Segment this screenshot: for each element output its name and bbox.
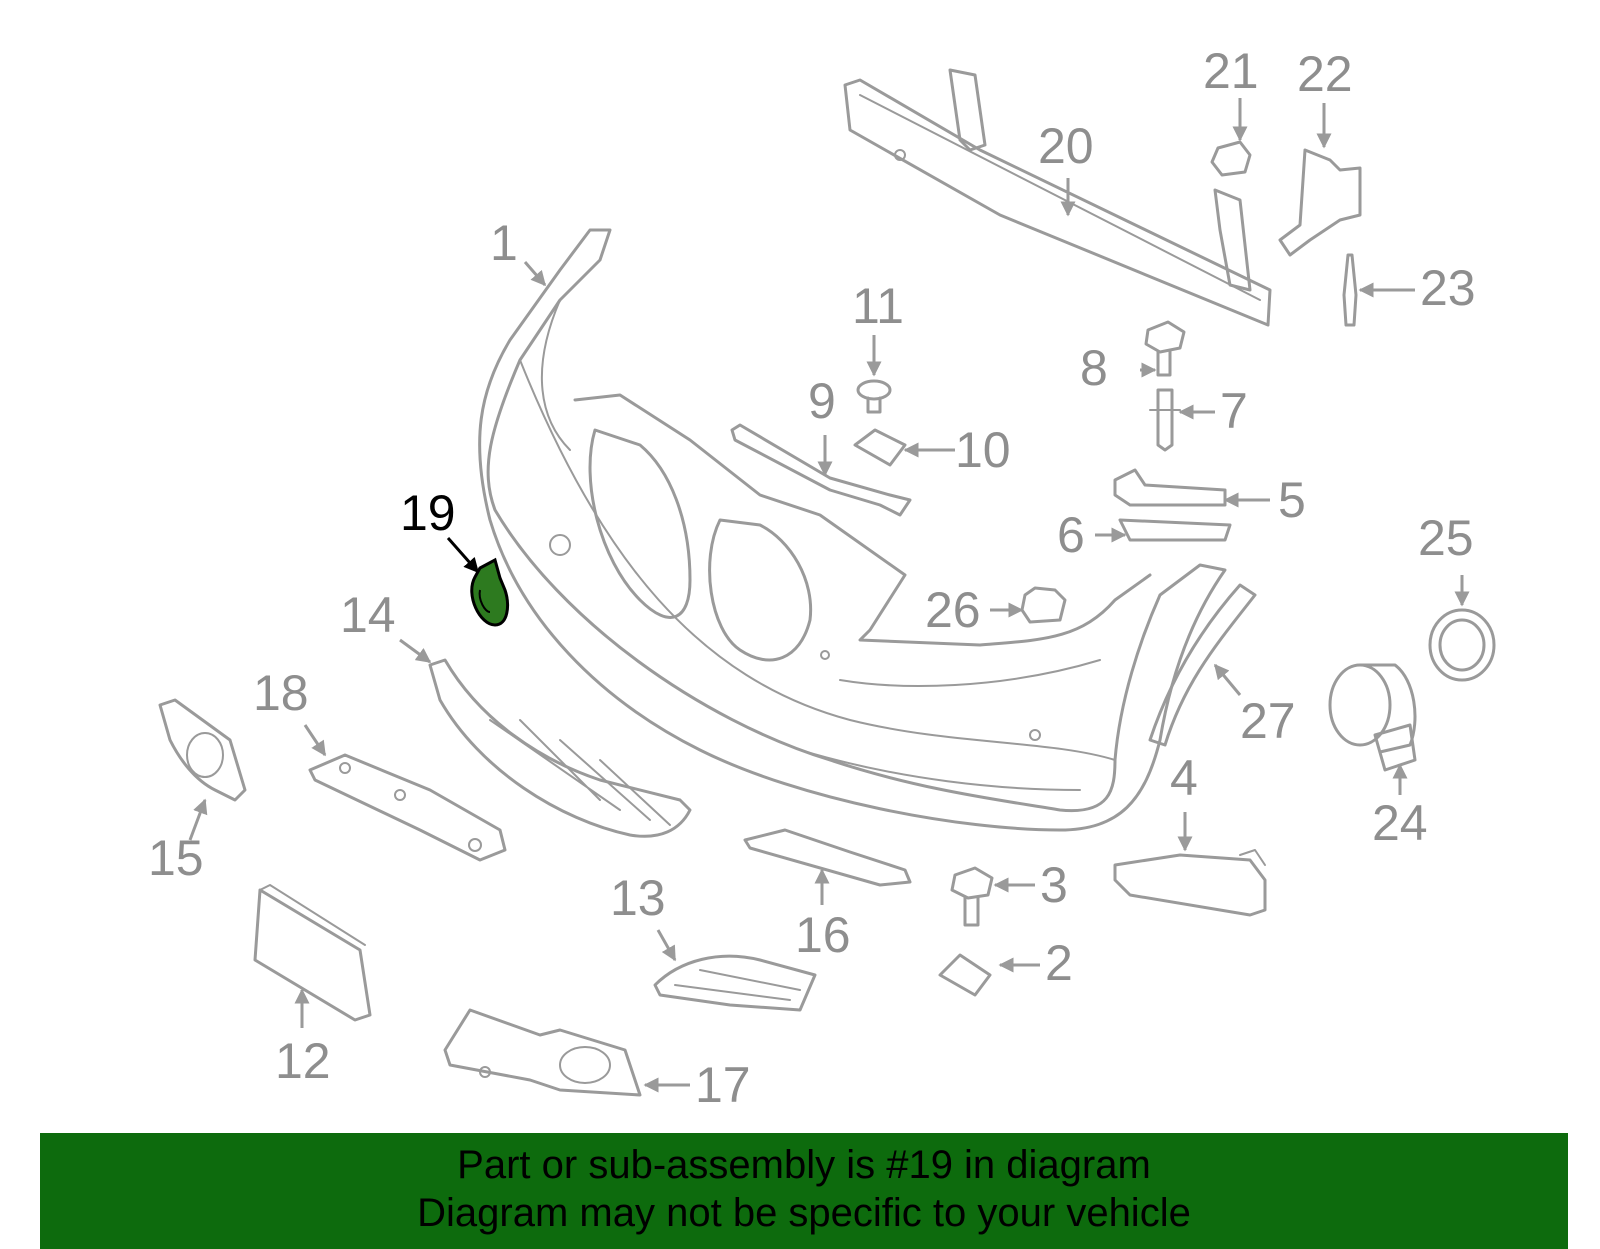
callout-17: 17 xyxy=(695,1057,751,1113)
part-13-grille xyxy=(653,954,817,1012)
callout-20: 20 xyxy=(1038,118,1094,174)
callout-24: 24 xyxy=(1372,795,1428,851)
callout-4: 4 xyxy=(1170,750,1198,806)
callout-13: 13 xyxy=(610,870,666,926)
part-20-bumper-reinforcement xyxy=(843,68,1272,327)
callout-labels: 1 2 3 4 5 6 7 8 9 10 11 12 13 14 15 16 1… xyxy=(148,43,1476,1113)
callout-21: 21 xyxy=(1203,43,1259,99)
callout-2: 2 xyxy=(1045,935,1073,991)
callout-6: 6 xyxy=(1057,507,1085,563)
part-23-clip xyxy=(1342,253,1358,327)
part-19-highlighted xyxy=(470,557,509,627)
part-21-nut xyxy=(1210,140,1252,177)
part-14-lower-grille xyxy=(428,658,692,838)
part-6-strip xyxy=(1118,518,1232,542)
callout-5: 5 xyxy=(1278,472,1306,528)
callout-8: 8 xyxy=(1080,340,1108,396)
part-26-cap xyxy=(1020,586,1067,624)
part-4-fog-light xyxy=(1113,849,1267,917)
banner-line-part-number: Part or sub-assembly is #19 in diagram xyxy=(457,1143,1151,1187)
part-8-bolt xyxy=(1144,320,1186,377)
part-10-speed-nut xyxy=(853,428,907,467)
leader-lines xyxy=(188,98,1470,1093)
part-16-trim-strip xyxy=(743,828,912,887)
banner-line-disclaimer: Diagram may not be specific to your vehi… xyxy=(417,1191,1191,1235)
callout-16: 16 xyxy=(795,907,851,963)
part-9-strip xyxy=(730,423,912,517)
callout-26: 26 xyxy=(925,582,981,638)
callout-19-highlighted: 19 xyxy=(400,485,456,541)
part-25-ring xyxy=(1428,608,1496,682)
callout-25: 25 xyxy=(1418,510,1474,566)
info-banner: Part or sub-assembly is #19 in diagram D… xyxy=(40,1133,1568,1249)
callout-23: 23 xyxy=(1420,260,1476,316)
part-12-plate-base xyxy=(253,884,372,1022)
part-7-stud xyxy=(1149,388,1181,452)
part-11-clip xyxy=(856,379,892,414)
part-27-strip xyxy=(1148,583,1257,747)
callout-7: 7 xyxy=(1220,383,1248,439)
part-1-bumper-cover xyxy=(478,228,1227,832)
part-5-bracket xyxy=(1113,468,1227,507)
callout-15: 15 xyxy=(148,830,204,886)
callout-10: 10 xyxy=(955,422,1011,478)
callout-9: 9 xyxy=(808,373,836,429)
callout-18: 18 xyxy=(253,665,309,721)
part-2-nut xyxy=(938,953,992,997)
callout-14: 14 xyxy=(340,587,396,643)
callout-27: 27 xyxy=(1240,693,1296,749)
part-18-bracket-strip xyxy=(308,753,507,862)
callout-3: 3 xyxy=(1040,857,1068,913)
part-22-bracket xyxy=(1278,148,1362,257)
parts-diagram: 1 2 3 4 5 6 7 8 9 10 11 12 13 14 15 16 1… xyxy=(148,43,1496,1113)
part-17-frame xyxy=(443,1008,642,1097)
callout-1: 1 xyxy=(490,215,518,271)
callout-12: 12 xyxy=(275,1033,331,1089)
callout-22: 22 xyxy=(1297,46,1353,102)
part-3-bolt xyxy=(950,866,994,927)
callout-11: 11 xyxy=(852,278,904,334)
part-24-sensor xyxy=(1328,663,1417,772)
part-15-fog-cover xyxy=(158,698,247,802)
